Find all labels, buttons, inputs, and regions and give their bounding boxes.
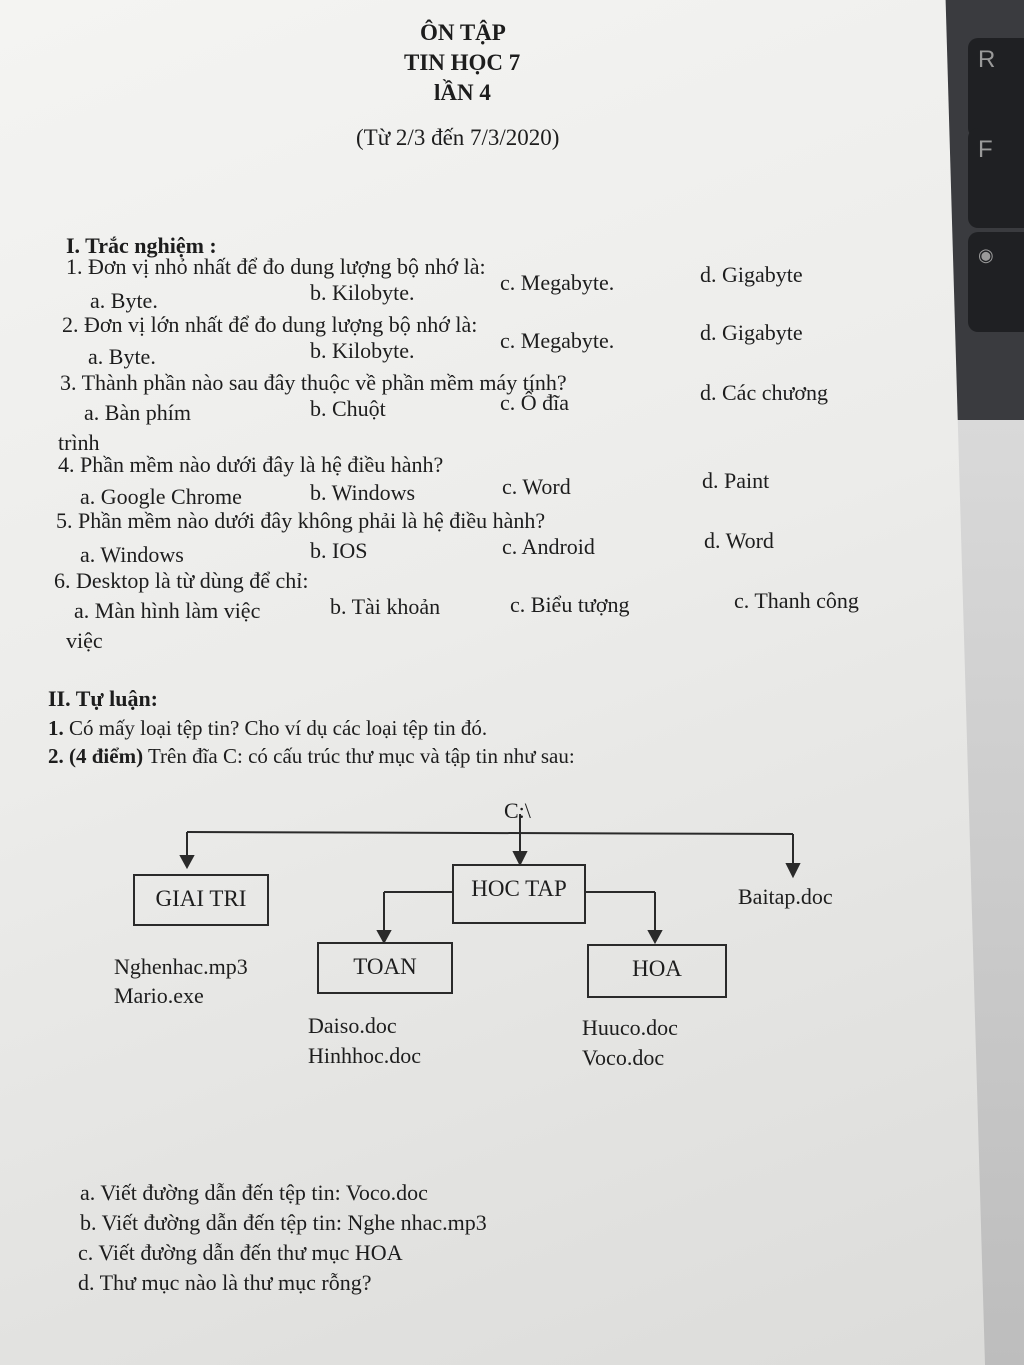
tree-root-label: C:\ bbox=[504, 798, 531, 823]
q2-option-c: c. Megabyte. bbox=[500, 328, 615, 353]
folder-hoa: HOA bbox=[587, 944, 727, 998]
folder-hoctap-label: HOC TAP bbox=[471, 876, 567, 901]
q6-option-d-wrap: việc bbox=[66, 628, 103, 653]
folder-giaitri-label: GIAI TRI bbox=[155, 886, 247, 911]
q6-option-d: c. Thanh công bbox=[734, 588, 859, 613]
q1-option-a: a. Byte. bbox=[90, 288, 158, 313]
header-line3: lẦN 4 bbox=[434, 80, 491, 105]
q6-option-a: a. Màn hình làm việc bbox=[74, 598, 261, 623]
q3-option-d-wrap: trình bbox=[58, 430, 100, 455]
subquestion-c: c. Viết đường dẫn đến thư mục HOA bbox=[78, 1240, 403, 1265]
q2-option-a: a. Byte. bbox=[88, 344, 156, 369]
file-hinhhoc: Hinhhoc.doc bbox=[308, 1043, 422, 1068]
q4-option-b: b. Windows bbox=[310, 480, 416, 505]
part2-q1-number: 1. bbox=[48, 716, 64, 740]
header-line2: TIN HỌC 7 bbox=[404, 50, 521, 75]
directory-tree-lines bbox=[179, 814, 801, 945]
q1-text: 1. Đơn vị nhỏ nhất để đo dung lượng bộ n… bbox=[66, 254, 486, 279]
header-date: (Từ 2/3 đến 7/3/2020) bbox=[356, 125, 560, 150]
q6-option-b: b. Tài khoản bbox=[330, 594, 441, 619]
q5-option-b: b. IOS bbox=[310, 538, 368, 563]
header-line1: ÔN TẬP bbox=[420, 20, 506, 45]
file-huuco: Huuco.doc bbox=[582, 1015, 678, 1040]
q5-text: 5. Phần mềm nào dưới đây không phải là h… bbox=[56, 508, 546, 533]
file-baitap: Baitap.doc bbox=[738, 884, 833, 909]
q3-option-c: c. Ổ đĩa bbox=[500, 390, 570, 415]
q2-text: 2. Đơn vị lớn nhất để đo dung lượng bộ n… bbox=[62, 312, 478, 337]
folder-hoctap: HOC TAP bbox=[452, 864, 586, 924]
file-daiso: Daiso.doc bbox=[308, 1013, 397, 1038]
q5-option-c: c. Android bbox=[502, 534, 595, 559]
key-f-label: F bbox=[978, 136, 993, 163]
part2-q2: 2. (4 điểm) Trên đĩa C: có cấu trúc thư … bbox=[48, 744, 575, 769]
key-r: R bbox=[968, 38, 1024, 138]
q5-option-a: a. Windows bbox=[80, 542, 184, 567]
q6-option-c: c. Biểu tượng bbox=[510, 592, 630, 617]
q2-option-b: b. Kilobyte. bbox=[310, 338, 415, 363]
q1-option-b: b. Kilobyte. bbox=[310, 280, 415, 305]
q5-option-d: d. Word bbox=[704, 528, 774, 553]
subquestion-a: a. Viết đường dẫn đến tệp tin: Voco.doc bbox=[80, 1180, 428, 1205]
subquestion-b: b. Viết đường dẫn đến tệp tin: Nghe nhac… bbox=[80, 1210, 487, 1235]
q2-option-d: d. Gigabyte bbox=[700, 320, 803, 345]
q3-option-b: b. Chuột bbox=[310, 396, 386, 421]
q3-option-d: d. Các chương bbox=[700, 380, 829, 405]
key-f: F bbox=[968, 128, 1024, 228]
part1-heading: I. Trắc nghiệm : bbox=[66, 233, 217, 258]
tree-root-connector bbox=[186, 831, 794, 835]
part2-q1-text: Có mấy loại tệp tin? Cho ví dụ các loại … bbox=[63, 716, 488, 740]
folder-hoa-label: HOA bbox=[632, 956, 682, 981]
folder-toan: TOAN bbox=[317, 942, 453, 994]
folder-giaitri: GIAI TRI bbox=[133, 874, 269, 926]
part2-q2-number: 2. (4 điểm) bbox=[48, 744, 144, 768]
q4-option-c: c. Word bbox=[502, 474, 571, 499]
q4-option-a: a. Google Chrome bbox=[80, 484, 242, 509]
subquestion-d: d. Thư mục nào là thư mục rỗng? bbox=[78, 1270, 372, 1295]
part2-heading: II. Tự luận: bbox=[48, 686, 159, 711]
key-r-label: R bbox=[978, 46, 996, 73]
q4-option-d: d. Paint bbox=[702, 468, 770, 493]
q6-text: 6. Desktop là từ dùng để chỉ: bbox=[54, 568, 309, 593]
file-nghenhac: Nghenhac.mp3 bbox=[114, 954, 248, 979]
key-camera: ◉ bbox=[968, 232, 1024, 332]
part2-q2-text: Trên đĩa C: có cấu trúc thư mục và tập t… bbox=[143, 744, 575, 768]
q1-option-d: d. Gigabyte bbox=[700, 262, 803, 287]
folder-toan-label: TOAN bbox=[353, 954, 417, 979]
q1-option-c: c. Megabyte. bbox=[500, 270, 615, 295]
file-mario: Mario.exe bbox=[114, 983, 204, 1008]
part2-q1: 1. Có mấy loại tệp tin? Cho ví dụ các lo… bbox=[48, 716, 487, 741]
worksheet-paper: ÔN TẬP TIN HỌC 7 lẦN 4 (Từ 2/3 đến 7/3/2… bbox=[0, 0, 985, 1365]
q4-text: 4. Phần mềm nào dưới đây là hệ điều hành… bbox=[58, 452, 444, 477]
camera-icon: ◉ bbox=[978, 245, 994, 265]
q3-text: 3. Thành phần nào sau đây thuộc về phần … bbox=[60, 370, 567, 395]
file-voco: Voco.doc bbox=[582, 1045, 665, 1070]
q3-option-a: a. Bàn phím bbox=[84, 400, 191, 425]
